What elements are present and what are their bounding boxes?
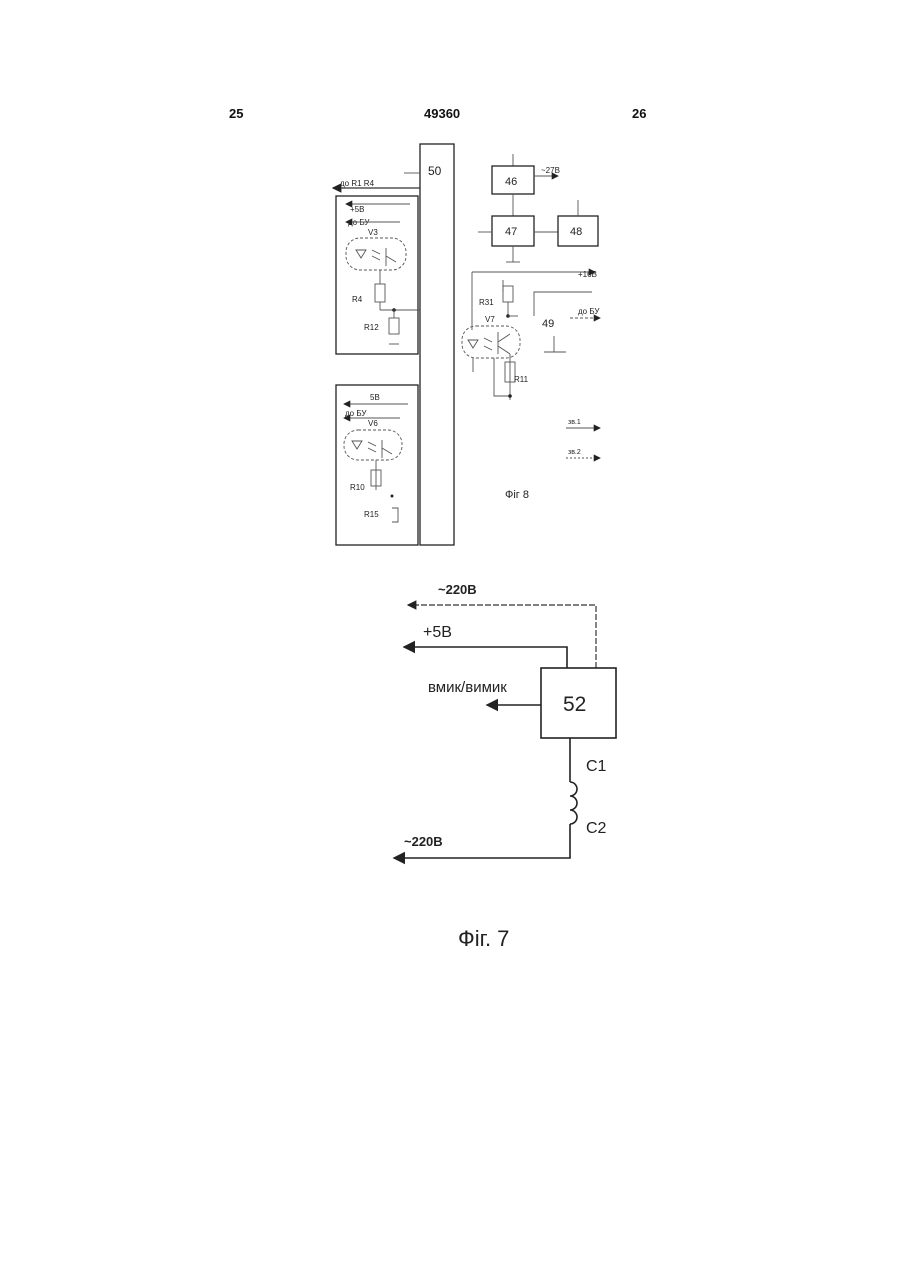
bottom-module-target: до БУ [345,409,367,418]
figure-8-caption: Фіг 8 [505,489,529,501]
bus-50 [420,144,454,545]
figure-8: 50 до R1 R4 +5В до БУ V3 R4 R12 5В до БУ… [333,144,600,545]
block-46-output: ~27В [541,166,560,175]
bus-output-label: до R1 R4 [340,179,375,188]
fig7-c1-label: C1 [586,758,607,775]
transistor-diode-icon [468,340,478,348]
block-52-label: 52 [563,693,586,716]
bottom-module-res-a-label: R10 [350,483,365,492]
bottom-module-voltage: 5В [370,393,380,402]
fig7-top-ac-label: ~220В [438,582,477,597]
resistor-r31 [503,286,513,302]
block-46-label: 46 [505,176,517,188]
fig7-plus5-label: +5В [423,624,452,641]
figure-7: ~220В +5В 52 вмик/вимик C1 C2 ~220В Фіг.… [394,582,616,951]
bus-50-label: 50 [428,164,442,178]
supply-label: +16В [578,270,597,279]
block-49-output: до БУ [578,307,600,316]
top-module-opto-label: V3 [368,228,378,237]
top-module-target: до БУ [348,218,370,227]
fig7-plus5-line [404,647,567,668]
figure-7-caption: Фіг. 7 [458,926,509,951]
transistor-label: V7 [485,315,495,324]
top-module-voltage: +5В [350,205,364,214]
fig7-switch-label: вмик/вимик [428,679,507,696]
resistor-r11-label: R11 [514,375,529,384]
fig7-bottom-ac-label: ~220В [404,834,443,849]
top-module-res-a-label: R4 [352,295,363,304]
fig7-inductor-coil [570,782,577,824]
block-49-label: 49 [542,318,554,330]
fig7-c2-label: C2 [586,820,607,837]
block-47-label: 47 [505,226,517,238]
legend-b-label: зв.2 [568,449,581,456]
resistor-r31-label: R31 [479,298,494,307]
top-module-res-b-label: R12 [364,323,379,332]
legend-a-label: зв.1 [568,419,581,426]
bottom-module-res-b-label: R15 [364,510,379,519]
bottom-module-opto-label: V6 [368,419,378,428]
block-48-label: 48 [570,226,582,238]
